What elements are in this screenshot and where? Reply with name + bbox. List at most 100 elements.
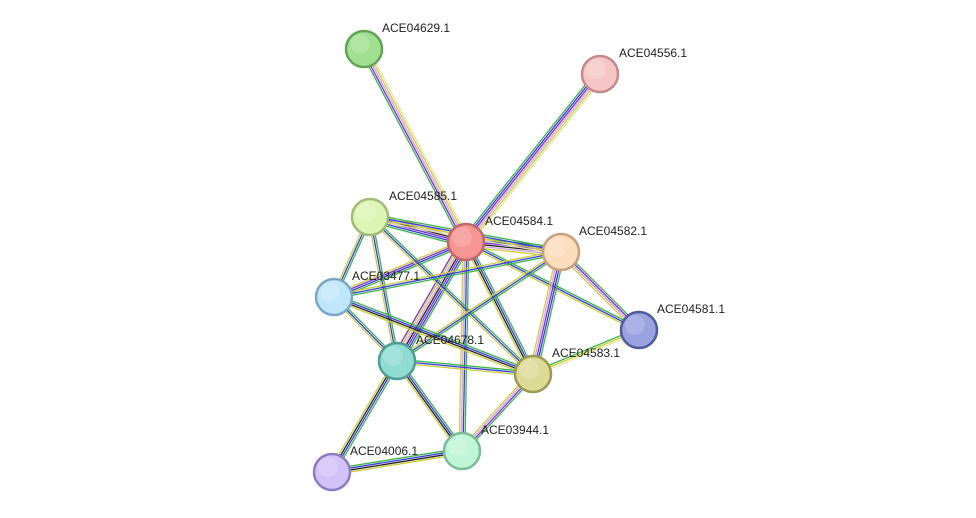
edge-evidence-line [469, 76, 605, 246]
edge-evidence-line [332, 238, 466, 296]
edge-evidence-line [332, 299, 533, 378]
edge-ACE04582.1-ACE04583.1 [528, 250, 566, 376]
edge-evidence-line [465, 241, 640, 331]
node-label: ACE04582.1 [579, 224, 647, 238]
edge-evidence-line [330, 447, 463, 470]
nodes-layer: ACE04584.1 ACE04629.1ACE04556.1ACE04585.1… [312, 21, 725, 492]
node-ACE03944.1[interactable]: ACE03944.1 [442, 423, 549, 471]
edge-evidence-line [401, 244, 472, 365]
node-circle[interactable] [314, 277, 354, 317]
edge-evidence-line [359, 50, 464, 245]
edge-evidence-line [391, 238, 462, 359]
edge-evidence-line [536, 252, 566, 376]
node-label: ACE04581.1 [657, 302, 725, 316]
edge-evidence-line [331, 451, 463, 474]
node-circle[interactable] [619, 310, 659, 350]
node-ACE04583.1[interactable]: ACE04583.1 [513, 346, 620, 394]
edge-ACE03477.1-ACE04583.1 [332, 293, 535, 378]
edge-evidence-line [461, 70, 597, 240]
edge-evidence-line [534, 251, 564, 376]
edge-evidence-line [464, 241, 533, 376]
edge-evidence-line [467, 75, 603, 245]
node-ACE04585.1[interactable]: ACE04585.1 [350, 189, 457, 237]
edge-ACE04678.1-ACE04583.1 [396, 358, 534, 377]
edge-evidence-line [365, 47, 469, 242]
node-circle[interactable] [312, 452, 352, 492]
edge-evidence-line [528, 250, 558, 374]
edge-evidence-line [363, 48, 467, 243]
edge-evidence-line [396, 362, 534, 377]
edge-ACE04584.1-ACE04583.1 [462, 240, 537, 376]
node-highlight [586, 59, 606, 79]
node-highlight [318, 457, 338, 477]
node-ACE04006.1[interactable]: ACE04006.1 [312, 444, 418, 492]
edge-evidence-line [334, 293, 535, 372]
node-ACE04678.1[interactable]: ACE04678.1 [377, 333, 484, 381]
node-label: ACE04629.1 [382, 21, 450, 35]
edge-evidence-line [394, 240, 466, 361]
edge-evidence-line [397, 242, 469, 363]
edge-evidence-line [333, 253, 563, 300]
edge-evidence-line [458, 241, 464, 452]
node-highlight [452, 227, 472, 247]
node-label: ACE04585.1 [389, 189, 457, 203]
edge-evidence-line [396, 358, 534, 373]
node-circle[interactable] [442, 431, 482, 471]
edge-evidence-line [368, 217, 533, 377]
edge-evidence-line [332, 360, 399, 474]
edge-evidence-line [462, 242, 532, 376]
edge-ACE04582.1-ACE03477.1 [332, 249, 563, 300]
node-label: ACE04006.1 [350, 444, 418, 458]
edge-ACE04584.1-ACE04556.1 [461, 70, 605, 246]
node-highlight [350, 34, 370, 54]
node-highlight [547, 237, 567, 257]
edge-ACE04006.1-ACE03944.1 [330, 447, 464, 476]
edge-evidence-line [399, 243, 470, 364]
edge-ACE04585.1-ACE04583.1 [368, 214, 535, 377]
node-circle[interactable] [350, 197, 390, 237]
edge-evidence-line [396, 241, 467, 362]
edge-evidence-line [393, 239, 464, 360]
node-circle[interactable] [377, 341, 417, 381]
edge-evidence-line [463, 71, 599, 241]
edge-evidence-line [396, 360, 534, 375]
edge-evidence-line [467, 240, 537, 374]
node-highlight [383, 346, 403, 366]
edge-evidence-line [395, 249, 561, 361]
node-circle[interactable] [446, 222, 486, 262]
edge-evidence-line [328, 358, 396, 472]
node-ACE04584.1[interactable]: ACE04584.1 [446, 214, 553, 262]
node-ACE04629.1[interactable]: ACE04629.1 [344, 21, 450, 69]
node-ACE04582.1[interactable]: ACE04582.1 [541, 224, 647, 272]
node-ACE03477.1[interactable]: ACE03477.1 [314, 269, 420, 317]
node-highlight [519, 359, 539, 379]
node-ACE04581.1[interactable]: ACE04581.1 [619, 302, 725, 350]
edge-evidence-line [396, 251, 562, 362]
node-label: ACE04556.1 [619, 46, 687, 60]
edge-ACE04582.1-ACE04678.1 [395, 249, 563, 364]
node-circle[interactable] [580, 54, 620, 94]
edge-evidence-line [361, 49, 465, 244]
edge-evidence-line [331, 449, 463, 472]
edge-evidence-line [466, 73, 602, 244]
edge-evidence-line [332, 240, 467, 297]
edge-evidence-line [333, 361, 401, 475]
edge-evidence-line [532, 251, 562, 375]
node-label: ACE03477.1 [352, 269, 420, 283]
edge-ACE04678.1-ACE04006.1 [328, 358, 401, 475]
node-label: ACE04678.1 [416, 333, 484, 347]
node-highlight [320, 282, 340, 302]
edge-evidence-line [370, 214, 535, 374]
edge-evidence-line [333, 242, 468, 299]
node-ACE04556.1[interactable]: ACE04556.1 [580, 46, 687, 94]
node-circle[interactable] [513, 354, 553, 394]
edge-evidence-line [464, 243, 639, 333]
node-highlight [356, 202, 376, 222]
node-circle[interactable] [541, 232, 581, 272]
edge-evidence-line [397, 252, 563, 364]
edge-evidence-line [333, 295, 534, 374]
node-circle[interactable] [344, 29, 384, 69]
edge-ACE04584.1-ACE04678.1 [391, 238, 472, 365]
edge-ACE04584.1-ACE04629.1 [359, 46, 471, 245]
